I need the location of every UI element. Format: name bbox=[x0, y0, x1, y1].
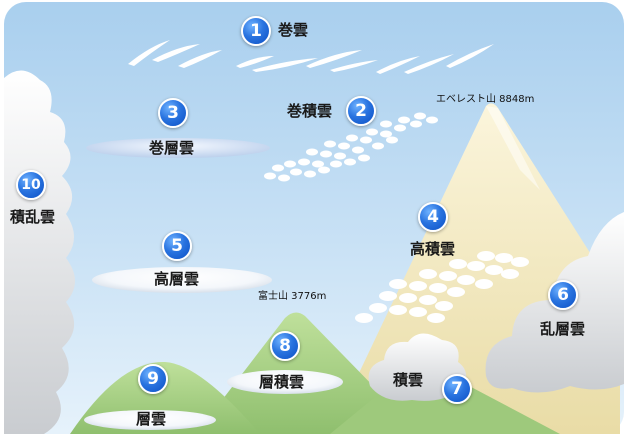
cirrocumulus-cloud bbox=[264, 112, 438, 182]
number-badge-5: 5 bbox=[162, 231, 192, 261]
label-altostratus: 高層雲 bbox=[154, 270, 200, 288]
number-badge-10: 10 bbox=[16, 170, 46, 200]
label-nimbostratus: 乱層雲 bbox=[540, 320, 586, 338]
label-cirrocumulus: 巻積雲 bbox=[287, 102, 333, 120]
label-cumulonimbus: 積乱雲 bbox=[10, 208, 56, 226]
stratus-cloud bbox=[84, 410, 216, 430]
cirrostratus-cloud bbox=[86, 138, 270, 158]
number-badge-6: 6 bbox=[548, 280, 578, 310]
altocumulus-cloud bbox=[355, 251, 529, 323]
cumulonimbus-cloud bbox=[4, 70, 75, 435]
number-badge-8: 8 bbox=[270, 331, 300, 361]
number-badge-9: 9 bbox=[138, 364, 168, 394]
label-everest: エベレスト山 8848m bbox=[436, 94, 535, 105]
number-badge-1: 1 bbox=[241, 16, 271, 46]
label-cirrostratus: 巻層雲 bbox=[149, 139, 195, 157]
label-stratus: 層雲 bbox=[136, 410, 167, 428]
label-altocumulus: 高積雲 bbox=[410, 240, 456, 258]
label-cumulus: 積雲 bbox=[393, 371, 424, 389]
label-stratocumulus: 層積雲 bbox=[259, 373, 305, 391]
cirrus-cloud bbox=[128, 40, 494, 74]
stratocumulus-cloud bbox=[227, 370, 343, 394]
number-badge-3: 3 bbox=[158, 98, 188, 128]
altostratus-cloud bbox=[92, 267, 272, 293]
number-badge-4: 4 bbox=[418, 202, 448, 232]
cumulus-cloud bbox=[368, 333, 467, 401]
label-fuji: 富士山 3776m bbox=[258, 291, 327, 302]
number-badge-7: 7 bbox=[442, 374, 472, 404]
label-cirrus: 巻雲 bbox=[278, 21, 309, 39]
number-badge-2: 2 bbox=[346, 96, 376, 126]
